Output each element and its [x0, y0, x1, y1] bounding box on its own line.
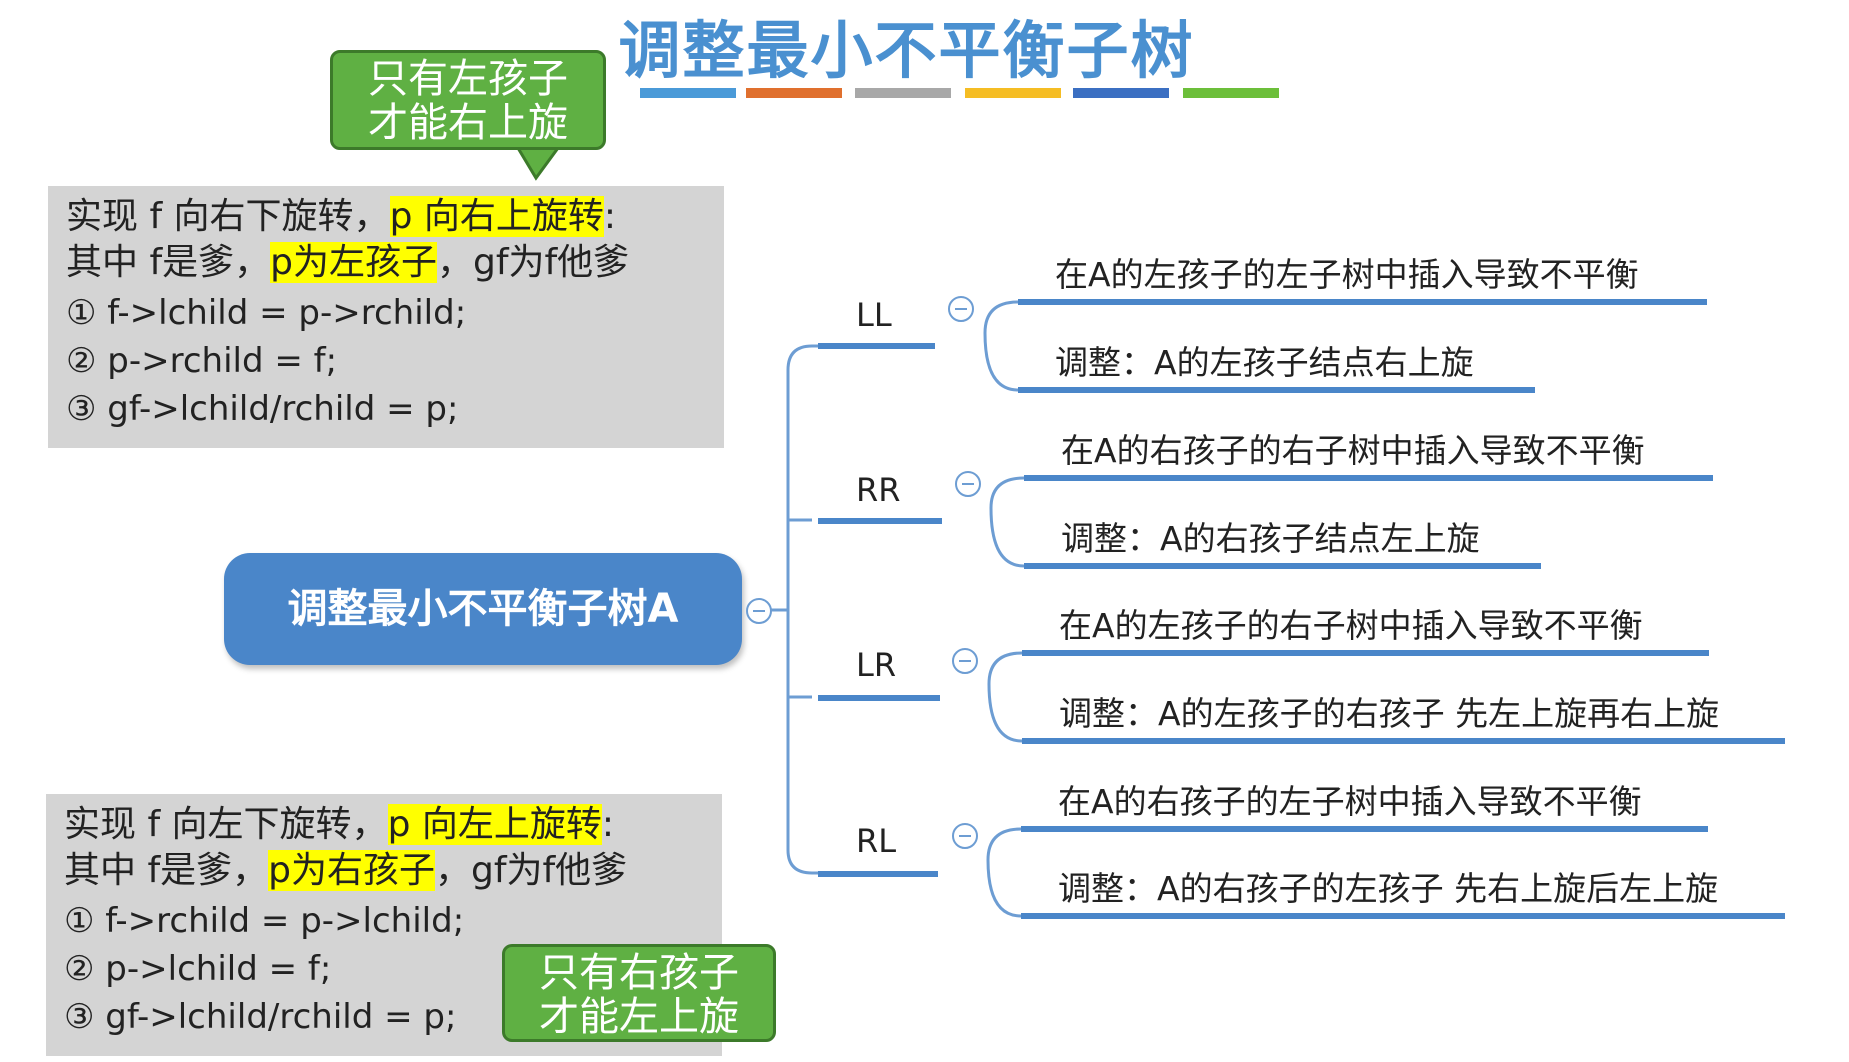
root-node[interactable]: 调整最小不平衡子树A [224, 553, 742, 665]
branch-rr-label[interactable]: RR [856, 471, 901, 509]
branch-rr-collapse-icon[interactable] [955, 471, 981, 497]
bottom-callout: 只有右孩子 才能左上旋 [502, 944, 776, 1042]
bottom-box-line1-highlight: p 向左上旋转 [387, 804, 602, 845]
top-box-code1: ① f->lchild = p->rchild; [66, 293, 467, 333]
lr-cause-text[interactable]: 在A的左孩子的右子树中插入导致不平衡 [1059, 606, 1643, 645]
ll-fix-text[interactable]: 调整：A的左孩子结点右上旋 [1055, 343, 1474, 382]
bottom-box-line2-prefix: 其中 f是爹， [64, 850, 269, 891]
bottom-box-line2-suffix: ，gf为f他爹 [434, 850, 628, 891]
top-callout-line1: 只有左孩子 [368, 56, 568, 102]
bottom-callout-line1: 只有右孩子 [539, 950, 739, 996]
rl-fork-bottom [986, 859, 1022, 918]
bottom-callout-line2: 才能左上旋 [539, 994, 739, 1040]
title-color-bar-1 [640, 88, 736, 98]
top-box-line1-prefix: 实现 f 向右下旋转， [66, 196, 390, 237]
branch-lr-label[interactable]: LR [856, 646, 897, 684]
right-rotation-note: 实现 f 向右下旋转，p 向右上旋转: 其中 f是爹，p为左孩子，gf为f他爹 … [48, 186, 724, 448]
rr-fork-top [989, 476, 1025, 509]
top-box-line2: 其中 f是爹，p为左孩子，gf为f他爹 [66, 240, 629, 286]
page-title: 调整最小不平衡子树 [0, 0, 1849, 90]
title-color-bar-4 [965, 88, 1061, 98]
branch-ll-collapse-icon[interactable] [948, 296, 974, 322]
top-box-line2-suffix: ，gf为f他爹 [436, 242, 630, 283]
bottom-box-line1: 实现 f 向左下旋转，p 向左上旋转: [64, 802, 614, 848]
top-callout-line2: 才能右上旋 [368, 100, 568, 146]
lr-fork-top [987, 651, 1023, 685]
branch-lr-collapse-icon[interactable] [952, 648, 978, 674]
top-callout-tail [515, 146, 561, 181]
rl-cause-text[interactable]: 在A的右孩子的左子树中插入导致不平衡 [1058, 782, 1642, 821]
top-callout: 只有左孩子 才能右上旋 [330, 50, 606, 150]
bottom-box-line1-suffix: : [601, 804, 614, 845]
top-box-code3: ③ gf->lchild/rchild = p; [66, 389, 459, 429]
root-collapse-icon[interactable] [746, 598, 772, 624]
rr-cause-text[interactable]: 在A的右孩子的右子树中插入导致不平衡 [1061, 431, 1645, 470]
title-color-bar-2 [746, 88, 842, 98]
trunk-curve-ll [786, 344, 822, 371]
branch-rl-collapse-icon[interactable] [952, 823, 978, 849]
bottom-box-code2: ② p->lchild = f; [64, 949, 332, 989]
title-color-bar-5 [1073, 88, 1169, 98]
top-box-line1: 实现 f 向右下旋转，p 向右上旋转: [66, 194, 616, 240]
title-color-bar-6 [1183, 88, 1279, 98]
page-title-text: 调整最小不平衡子树 [618, 14, 1195, 87]
bottom-box-line1-prefix: 实现 f 向左下旋转， [64, 804, 388, 845]
rl-fix-text[interactable]: 调整：A的右孩子的左孩子 先右上旋后左上旋 [1058, 869, 1719, 908]
lr-fix-text[interactable]: 调整：A的左孩子的右孩子 先左上旋再右上旋 [1059, 694, 1720, 733]
ll-fork-top [983, 300, 1019, 334]
bottom-box-code3: ③ gf->lchild/rchild = p; [64, 997, 457, 1037]
top-box-code2: ② p->rchild = f; [66, 341, 338, 381]
branch-rl-label[interactable]: RL [856, 822, 897, 860]
rr-fork-bottom [989, 507, 1025, 568]
bottom-box-line2-highlight: p为右孩子 [268, 850, 435, 891]
top-box-line1-highlight: p 向右上旋转 [389, 196, 604, 237]
bottom-box-line2: 其中 f是爹，p为右孩子，gf为f他爹 [64, 848, 627, 894]
top-box-line2-prefix: 其中 f是爹， [66, 242, 271, 283]
bottom-box-code1: ① f->rchild = p->lchild; [64, 901, 465, 941]
top-box-line2-highlight: p为左孩子 [270, 242, 437, 283]
rr-fix-text[interactable]: 调整：A的右孩子结点左上旋 [1061, 519, 1480, 558]
trunk-curve-rl [786, 849, 822, 875]
ll-fork-bottom [983, 332, 1019, 392]
branch-ll-label[interactable]: LL [856, 296, 892, 334]
rl-fork-top [986, 827, 1022, 861]
ll-cause-text[interactable]: 在A的左孩子的左子树中插入导致不平衡 [1055, 255, 1639, 294]
title-color-bar-3 [855, 88, 951, 98]
top-box-line1-suffix: : [603, 196, 616, 237]
lr-fork-bottom [987, 683, 1023, 743]
